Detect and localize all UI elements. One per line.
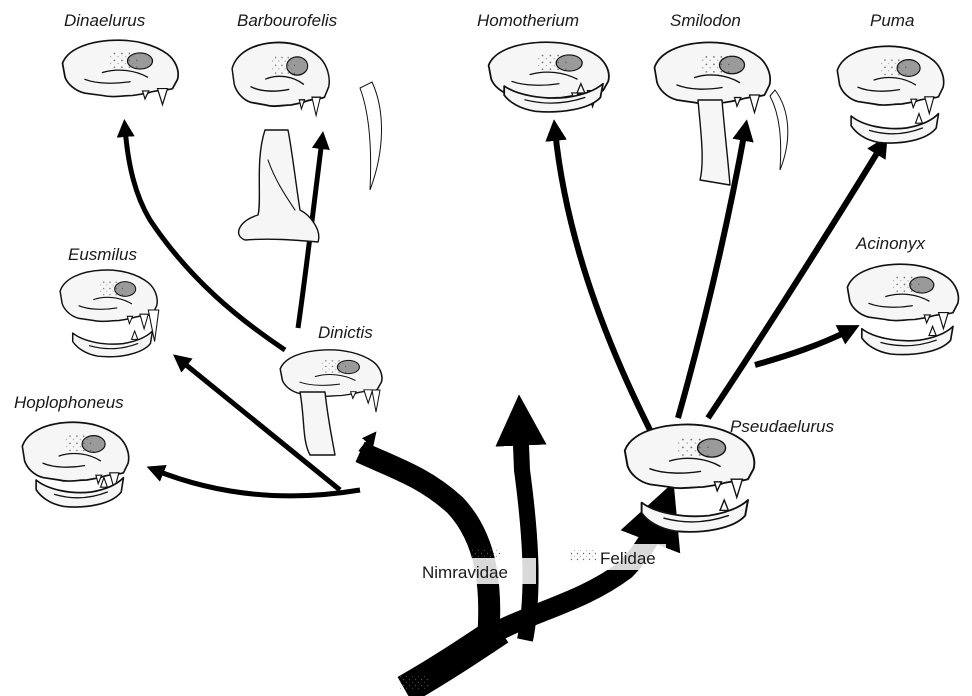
label-barbourofelis: Barbourofelis <box>237 11 338 30</box>
label-pseudaelurus: Pseudaelurus <box>730 417 834 436</box>
label-felidae: Felidae <box>600 549 656 568</box>
branch-homotherium <box>555 130 650 430</box>
skull-homotherium <box>489 42 609 112</box>
branch-acinonyx <box>755 330 850 365</box>
skull-smilodon <box>655 42 788 185</box>
skull-eusmilus <box>60 270 159 357</box>
label-eusmilus: Eusmilus <box>68 245 137 264</box>
skull-barbourofelis <box>232 42 381 242</box>
nimravidae-branch <box>360 452 489 640</box>
label-acinonyx: Acinonyx <box>855 234 925 253</box>
label-hoplophoneus: Hoplophoneus <box>14 393 124 412</box>
label-nimravidae: Nimravidae <box>422 563 508 582</box>
skull-puma <box>837 46 943 143</box>
label-dinictis: Dinictis <box>318 323 373 342</box>
label-homotherium: Homotherium <box>477 11 579 30</box>
label-puma: Puma <box>870 11 914 30</box>
skull-dinaelurus <box>63 40 179 105</box>
phylogeny-branches <box>125 128 882 690</box>
skull-acinonyx <box>847 264 958 354</box>
skull-hoplophoneus <box>22 422 128 507</box>
label-dinaelurus: Dinaelurus <box>64 11 146 30</box>
label-smilodon: Smilodon <box>670 11 741 30</box>
skull-dinictis <box>280 350 382 455</box>
skull-pseudaelurus <box>625 424 755 531</box>
